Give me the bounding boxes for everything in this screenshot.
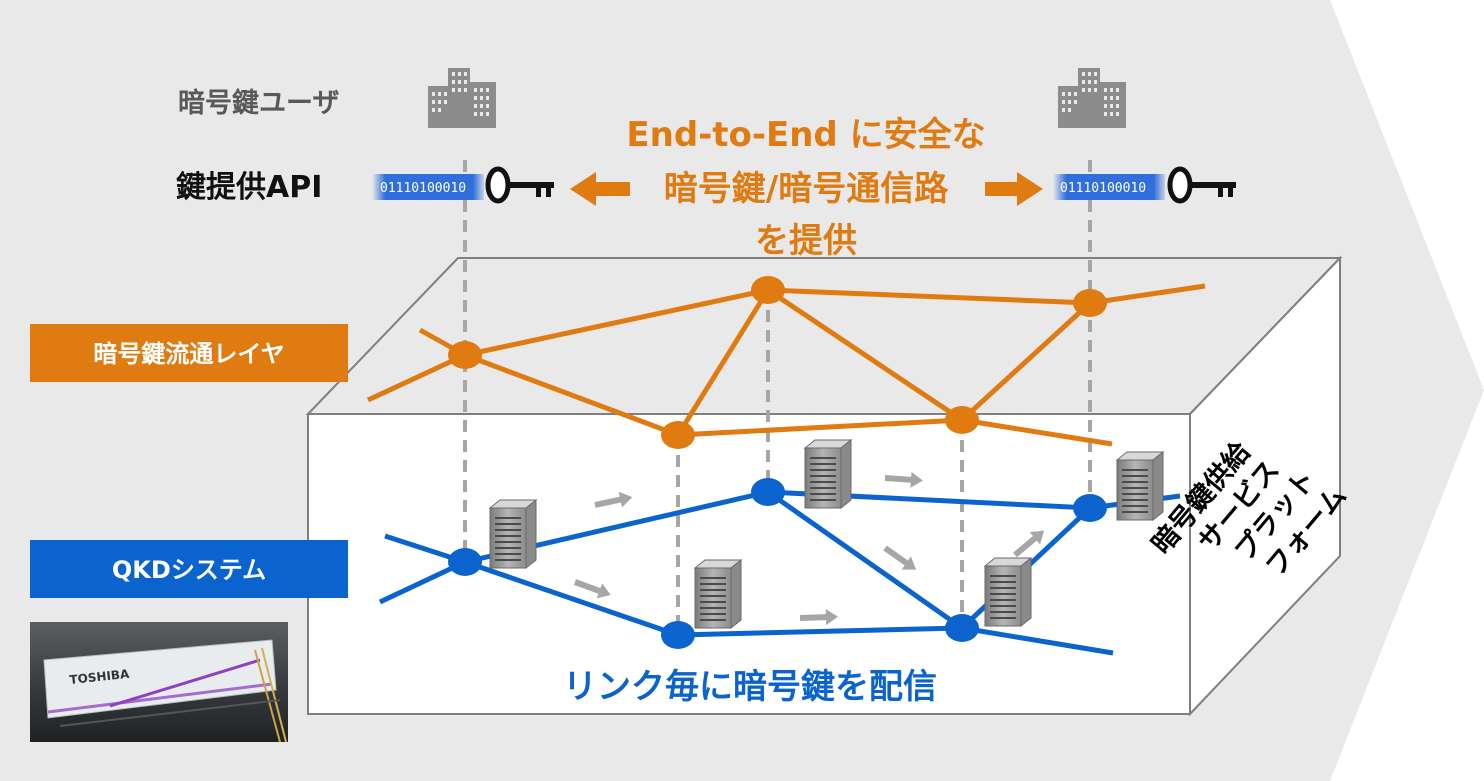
key-node: [751, 276, 785, 304]
key-node: [1073, 289, 1107, 317]
key-distribution-network: [366, 283, 1206, 447]
server-icon: [694, 559, 742, 629]
qkd-node: [751, 478, 785, 506]
key-node: [945, 406, 979, 434]
key-distribution-layer-box: [30, 324, 348, 382]
qkd-system-box: [30, 540, 348, 598]
qkd-node: [945, 614, 979, 642]
left-arrow-icon: [570, 172, 630, 206]
server-icon: [489, 499, 537, 569]
center-text-line-1: End-to-End に安全な: [626, 115, 985, 155]
qkd-node: [661, 621, 695, 649]
qkd-node: [448, 548, 482, 576]
center-text-line-2: 暗号鍵/暗号通信路: [664, 169, 949, 209]
key-node: [661, 421, 695, 449]
server-icon: [984, 557, 1032, 627]
server-icon: [1116, 451, 1164, 521]
qkd-system-label: QKDシステム: [112, 556, 266, 584]
link-text: リンク毎に暗号鍵を配信: [563, 667, 937, 707]
svg-text:01110100010: 01110100010: [380, 181, 466, 196]
binary-strip-icon: 01110100010: [372, 174, 484, 200]
center-text-line-3: を提供: [755, 221, 857, 261]
key-layer-nodes: [448, 276, 1107, 449]
svg-text:01110100010: 01110100010: [1060, 181, 1146, 196]
binary-strip-icon: 01110100010: [1053, 174, 1165, 200]
platform-label: 暗号鍵供給 サービス プラット フォーム: [1145, 435, 1353, 582]
right-arrow-icon: [985, 172, 1043, 206]
server-icon: [804, 439, 852, 509]
key-api-label: 鍵提供API: [176, 170, 322, 205]
svg-text:TOSHIBA: TOSHIBA: [69, 667, 131, 687]
qkd-device-photo: TOSHIBA: [30, 622, 288, 743]
key-distribution-layer-label: 暗号鍵流通レイヤ: [93, 340, 284, 368]
qkd-node: [1073, 494, 1107, 522]
key-user-label: 暗号鍵ユーザ: [178, 87, 339, 119]
qkd-nodes: [448, 478, 1107, 649]
key-node: [448, 341, 482, 369]
